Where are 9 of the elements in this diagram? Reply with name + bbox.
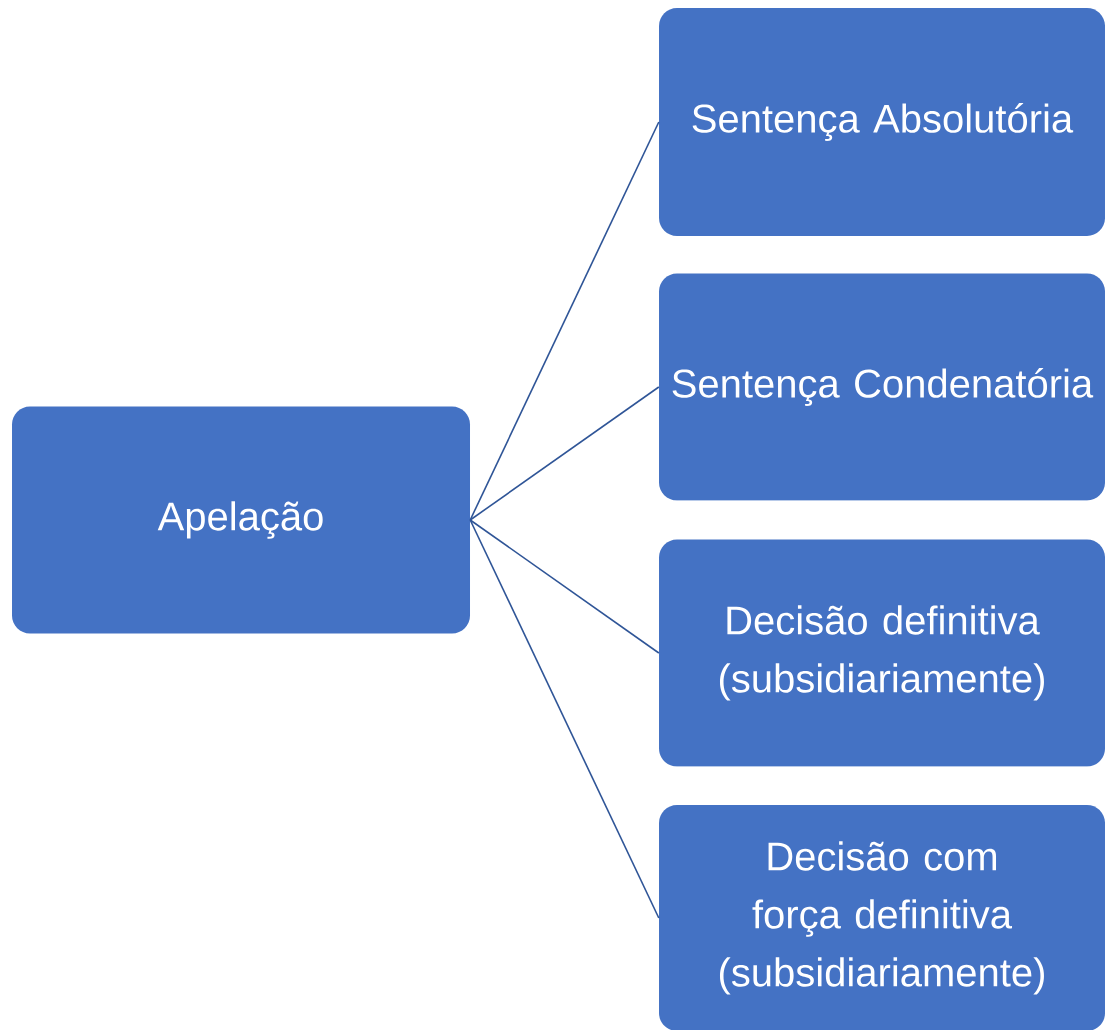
- process-box: Sentença Condenatória: [659, 273, 1105, 501]
- process-box: Sentença Absolutória: [659, 8, 1105, 236]
- connector-line: [469, 519, 660, 919]
- connector-line: [469, 386, 660, 521]
- process-box: Decisão com força definitiva (subsidiariamente): [659, 805, 1105, 1030]
- connector-line: [469, 519, 660, 654]
- process-box: Decisão definitiva (subsidiariamente): [659, 539, 1105, 767]
- process-box: Apelação: [12, 406, 470, 634]
- connector-line: [469, 121, 660, 521]
